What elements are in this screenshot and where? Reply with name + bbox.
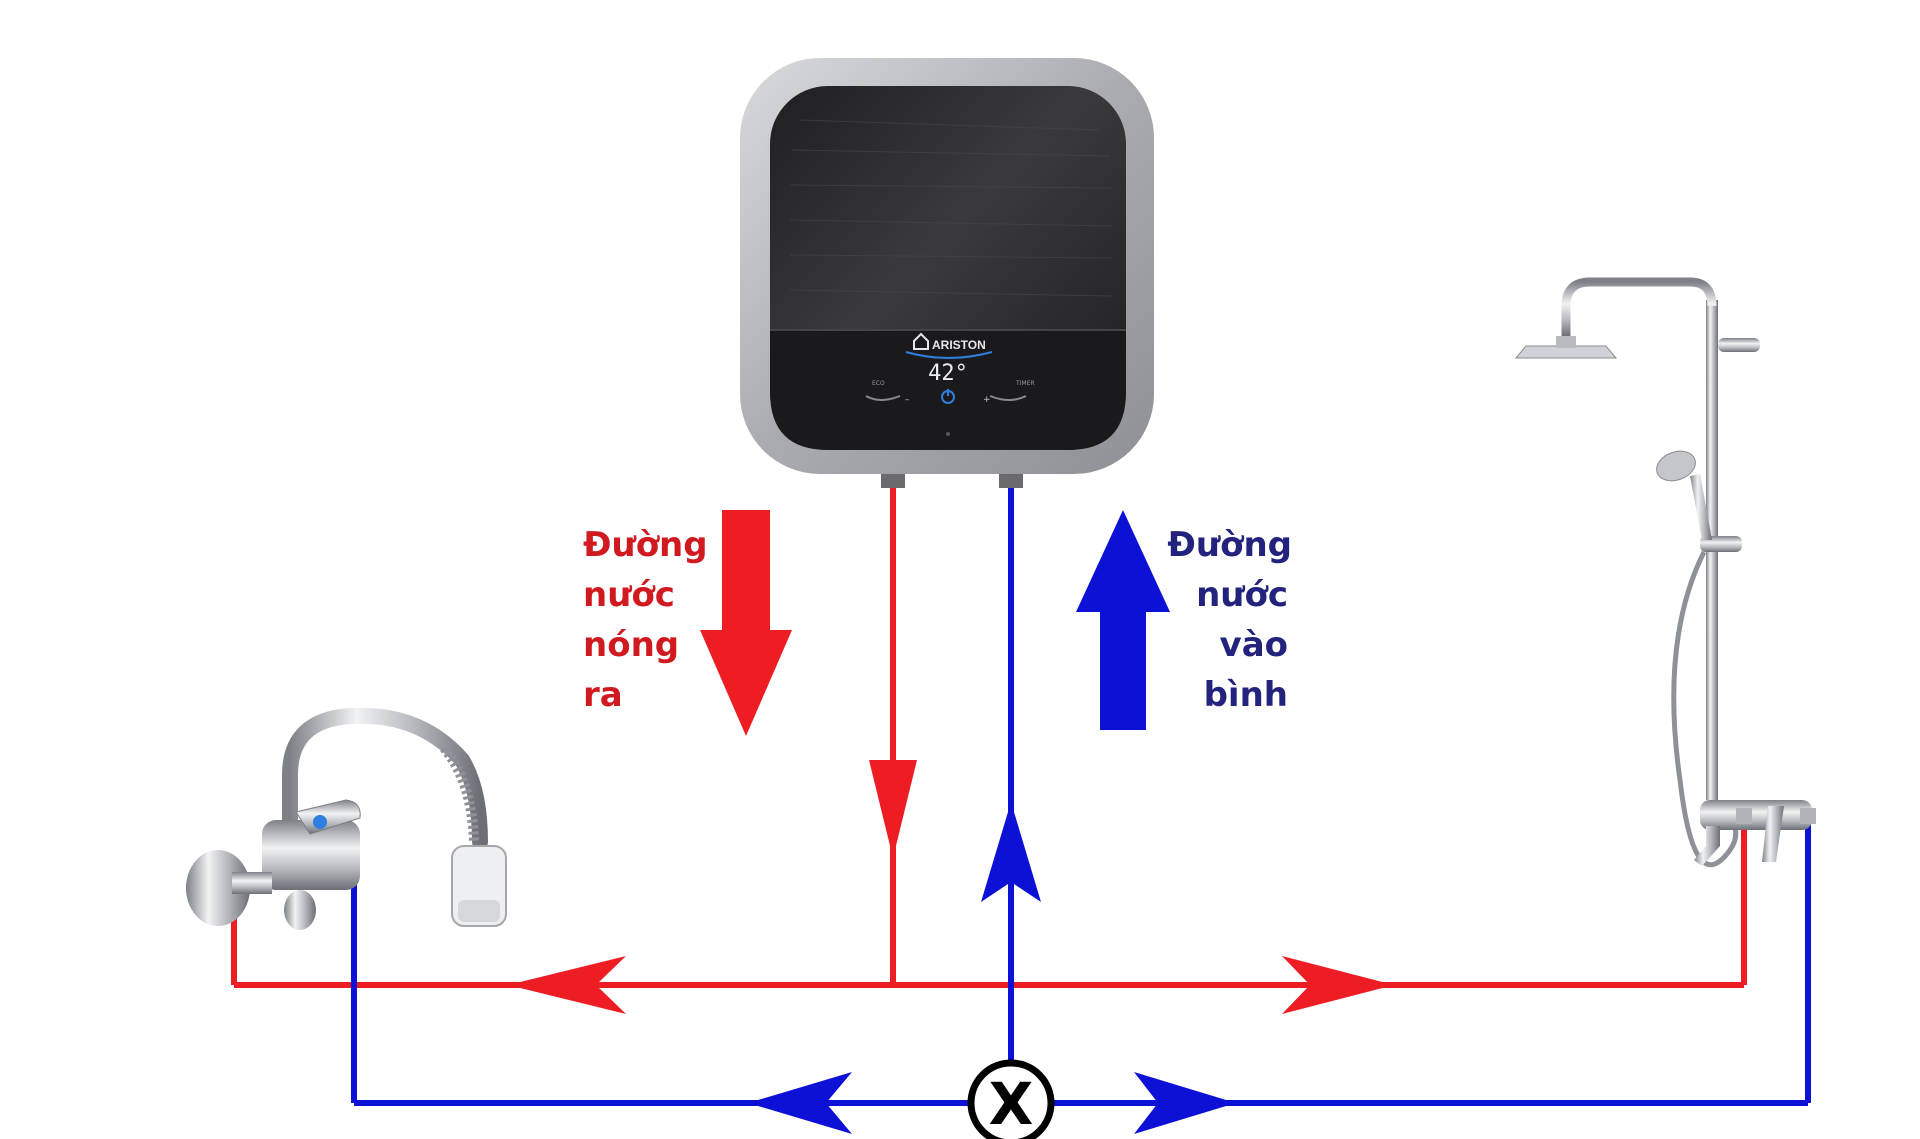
plus-key-label: + xyxy=(983,395,991,405)
cold-up-arrow-icon xyxy=(981,802,1041,902)
minus-key-label: – xyxy=(905,395,910,405)
valve-icon: X xyxy=(967,1059,1055,1139)
cold-label-line-2: nước xyxy=(1196,575,1288,615)
faucet-mount-right xyxy=(284,890,316,930)
hot-outflow-big-arrow-icon xyxy=(700,510,792,736)
hot-water-label: Đường nước nóng ra xyxy=(583,525,708,715)
hot-label-line-1: Đường xyxy=(583,525,708,565)
water-heater-icon: ARISTON 42° ECO TIMER – + xyxy=(740,58,1154,488)
faucet-lever xyxy=(295,799,361,835)
temperature-display: 42° xyxy=(928,361,968,386)
hot-down-arrow-icon xyxy=(869,760,917,858)
heater-brand: ARISTON xyxy=(932,338,986,352)
ariston-logo-mark-icon xyxy=(913,332,929,350)
valve-symbol: X xyxy=(989,1070,1034,1138)
shower-arm xyxy=(1561,277,1717,336)
cold-left-arrow-icon xyxy=(748,1072,852,1134)
faucet-spout xyxy=(282,707,488,850)
shower-tub-spout xyxy=(1694,826,1720,866)
shower-icon xyxy=(1514,277,1816,868)
shower-mixer xyxy=(1700,800,1812,830)
timer-key-label: TIMER xyxy=(1015,380,1035,387)
display-arc xyxy=(905,351,993,359)
hot-flow-arrows xyxy=(508,760,1394,1014)
eco-key-label: ECO xyxy=(872,380,885,387)
plus-button[interactable]: + xyxy=(983,395,1027,405)
ariston-logo: ARISTON xyxy=(913,332,986,352)
faucet-icon xyxy=(186,707,507,930)
faucet-body xyxy=(262,820,360,890)
shower-mixer-lever xyxy=(1762,806,1784,862)
cold-right-arrow-icon xyxy=(1134,1072,1236,1134)
hot-left-arrow-icon xyxy=(508,956,626,1014)
shower-hose xyxy=(1671,550,1739,868)
hot-label-line-2: nước xyxy=(583,575,675,615)
hand-shower xyxy=(1690,474,1712,540)
cold-inflow-big-arrow-icon xyxy=(1076,510,1170,730)
hand-shower-head xyxy=(1656,450,1696,482)
minus-button[interactable]: – xyxy=(865,395,910,405)
cold-label-line-1: Đường xyxy=(1167,525,1292,565)
cold-flow-arrows xyxy=(748,802,1236,1134)
faucet-indicator-icon xyxy=(313,815,327,829)
heater-brushed-texture xyxy=(789,119,1113,297)
cold-label-line-4: bình xyxy=(1204,675,1288,715)
rain-shower-head xyxy=(1514,345,1618,359)
faucet-mount-left xyxy=(186,850,250,926)
hot-label-line-4: ra xyxy=(583,675,623,715)
hot-right-arrow-icon xyxy=(1282,956,1394,1014)
hot-label-line-3: nóng xyxy=(583,625,679,665)
cold-water-label: Đường nước vào bình xyxy=(1167,525,1292,715)
shower-side-holder xyxy=(1718,338,1760,352)
status-led xyxy=(946,432,950,436)
power-button[interactable] xyxy=(941,389,955,404)
cold-label-line-3: vào xyxy=(1220,625,1288,665)
hot-water-pipes xyxy=(231,482,1747,988)
cold-water-pipes xyxy=(351,482,1811,1106)
